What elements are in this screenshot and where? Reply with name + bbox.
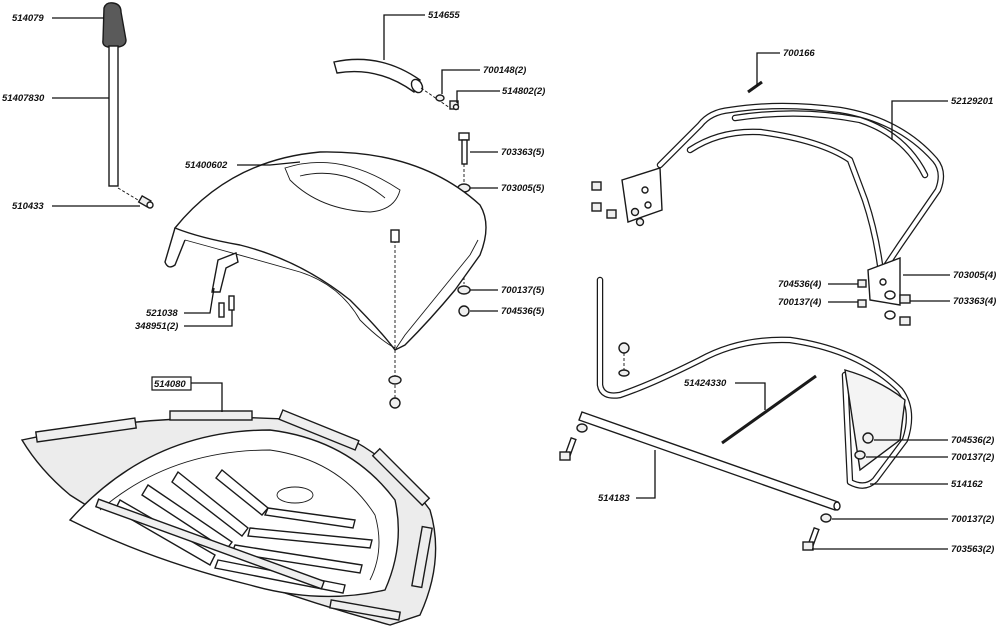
label-box-514080	[151, 376, 192, 391]
bar-51424330	[721, 374, 817, 445]
screw-510433	[137, 194, 154, 209]
label-700148: 700148(2)	[483, 65, 526, 76]
label-51400602: 51400602	[185, 160, 228, 171]
part-labels: 514079 51407830 510433 514655 700148(2) …	[2, 10, 996, 555]
label-703363-4: 703363(4)	[953, 296, 996, 307]
label-514655: 514655	[428, 10, 460, 21]
label-704536-5: 704536(5)	[501, 306, 544, 317]
label-703005-4: 703005(4)	[953, 270, 996, 281]
bar-514183	[578, 411, 839, 511]
label-704536-4: 704536(4)	[778, 279, 821, 290]
lower-frame-514162	[559, 276, 913, 551]
label-514162: 514162	[951, 479, 983, 490]
mat-514080	[20, 409, 437, 626]
handle-shaft	[108, 45, 119, 187]
label-704536-2: 704536(2)	[951, 435, 994, 446]
tube-514655	[333, 58, 460, 111]
label-703563: 703563(2)	[951, 544, 994, 555]
label-51424330: 51424330	[684, 378, 727, 389]
leader-lines	[52, 14, 950, 550]
label-514802: 514802(2)	[502, 86, 545, 97]
label-348951: 348951(2)	[135, 321, 178, 332]
handle-grip	[102, 2, 127, 48]
label-703363-5: 703363(5)	[501, 147, 544, 158]
washer-700148	[435, 94, 445, 102]
label-514079: 514079	[12, 13, 44, 24]
label-521038: 521038	[146, 308, 178, 319]
handle-assembly	[102, 2, 154, 209]
bracket-521038	[211, 252, 239, 318]
label-51407830: 51407830	[2, 93, 45, 104]
label-703005-5: 703005(5)	[501, 183, 544, 194]
label-514080: 514080	[154, 379, 186, 390]
label-700137-5: 700137(5)	[501, 285, 544, 296]
label-700166: 700166	[783, 48, 815, 59]
label-510433: 510433	[12, 201, 44, 212]
upper-frame-52129201	[591, 80, 945, 326]
label-700137-4: 700137(4)	[778, 297, 821, 308]
label-52129201: 52129201	[951, 96, 993, 107]
label-700137-2b: 700137(2)	[951, 514, 994, 525]
label-514183: 514183	[598, 493, 630, 504]
label-700137-2a: 700137(2)	[951, 452, 994, 463]
hood-51400602	[164, 151, 487, 409]
